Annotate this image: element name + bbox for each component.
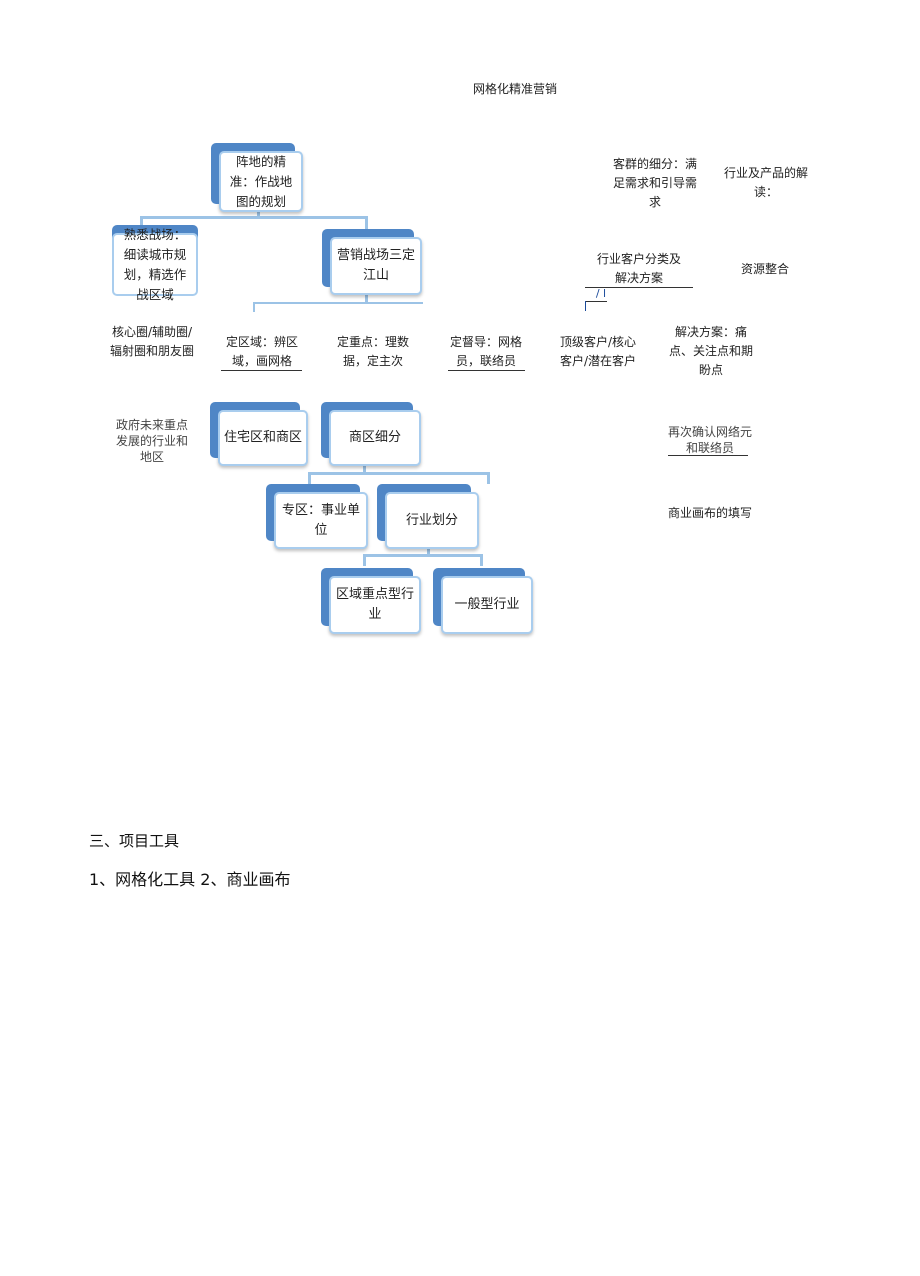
connector <box>140 216 368 219</box>
label-hexin: 核心圈/辅助圈/辐射圈和朋友圈 <box>110 325 195 358</box>
connector <box>253 302 255 312</box>
diagram-title: 网格化精准营销 <box>472 82 557 96</box>
box-zhendi: 阵地的精准：作战地图的规划 <box>219 151 303 212</box>
label-mark: / l <box>595 287 607 300</box>
connector <box>363 554 483 557</box>
label-huabu: 商业画布的填写 <box>668 506 753 520</box>
section-heading: 三、项目工具 <box>89 832 180 850</box>
box-hangye: 行业划分 <box>385 492 479 549</box>
label-kequn: 客群的细分：满足需求和引导需求 <box>612 157 697 209</box>
connector <box>365 216 368 230</box>
connector <box>363 466 366 474</box>
label-jiejue: 解决方案：痛点、关注点和期盼点 <box>668 325 753 377</box>
zaici-underline <box>668 455 748 456</box>
box-yingxiao: 营销战场三定江山 <box>330 237 422 295</box>
box-yiban: 一般型行业 <box>441 576 533 634</box>
connector <box>308 472 490 475</box>
box-zhuzhai: 住宅区和商区 <box>218 410 308 466</box>
box-shangqu: 商区细分 <box>329 410 421 466</box>
box-quyu: 区域重点型行业 <box>329 576 421 634</box>
label-dingquyu: 定区域：辨区域，画网格 <box>225 335 298 368</box>
label-dingji: 顶级客户/核心客户/潜在客户 <box>559 335 637 368</box>
label-dingdudao: 定督导：网格员，联络员 <box>449 335 522 368</box>
connector <box>140 216 143 230</box>
connector <box>365 295 368 304</box>
mark-underline <box>585 301 607 302</box>
label-fenlei: 行业客户分类及解决方案 <box>596 252 681 285</box>
label-dingzhongdian: 定重点：理数据，定主次 <box>336 335 409 368</box>
dingquyu-underline <box>221 370 302 371</box>
box-shuxi: 熟悉战场：细读城市规划，精选作战区域 <box>112 227 198 302</box>
label-zaici: 再次确认网络元和联络员 <box>668 425 753 455</box>
label-jiedu: 行业及产品的解读： <box>723 166 808 199</box>
connector <box>427 549 430 556</box>
connector <box>480 554 483 566</box>
connector <box>308 472 311 484</box>
connector <box>253 302 423 304</box>
connector <box>487 472 490 484</box>
dingdudao-underline <box>448 370 525 371</box>
label-ziyuan: 资源整合 <box>740 262 789 276</box>
section-tools: 1、网格化工具 2、商业画布 <box>89 870 291 889</box>
fenlei-underline <box>585 287 693 288</box>
label-zhengfu: 政府未来重点发展的行业和地区 <box>115 418 188 464</box>
connector <box>257 210 260 218</box>
connector <box>363 554 366 566</box>
mark-tick <box>585 301 586 311</box>
box-zhuanqu: 专区：事业单位 <box>274 492 368 549</box>
